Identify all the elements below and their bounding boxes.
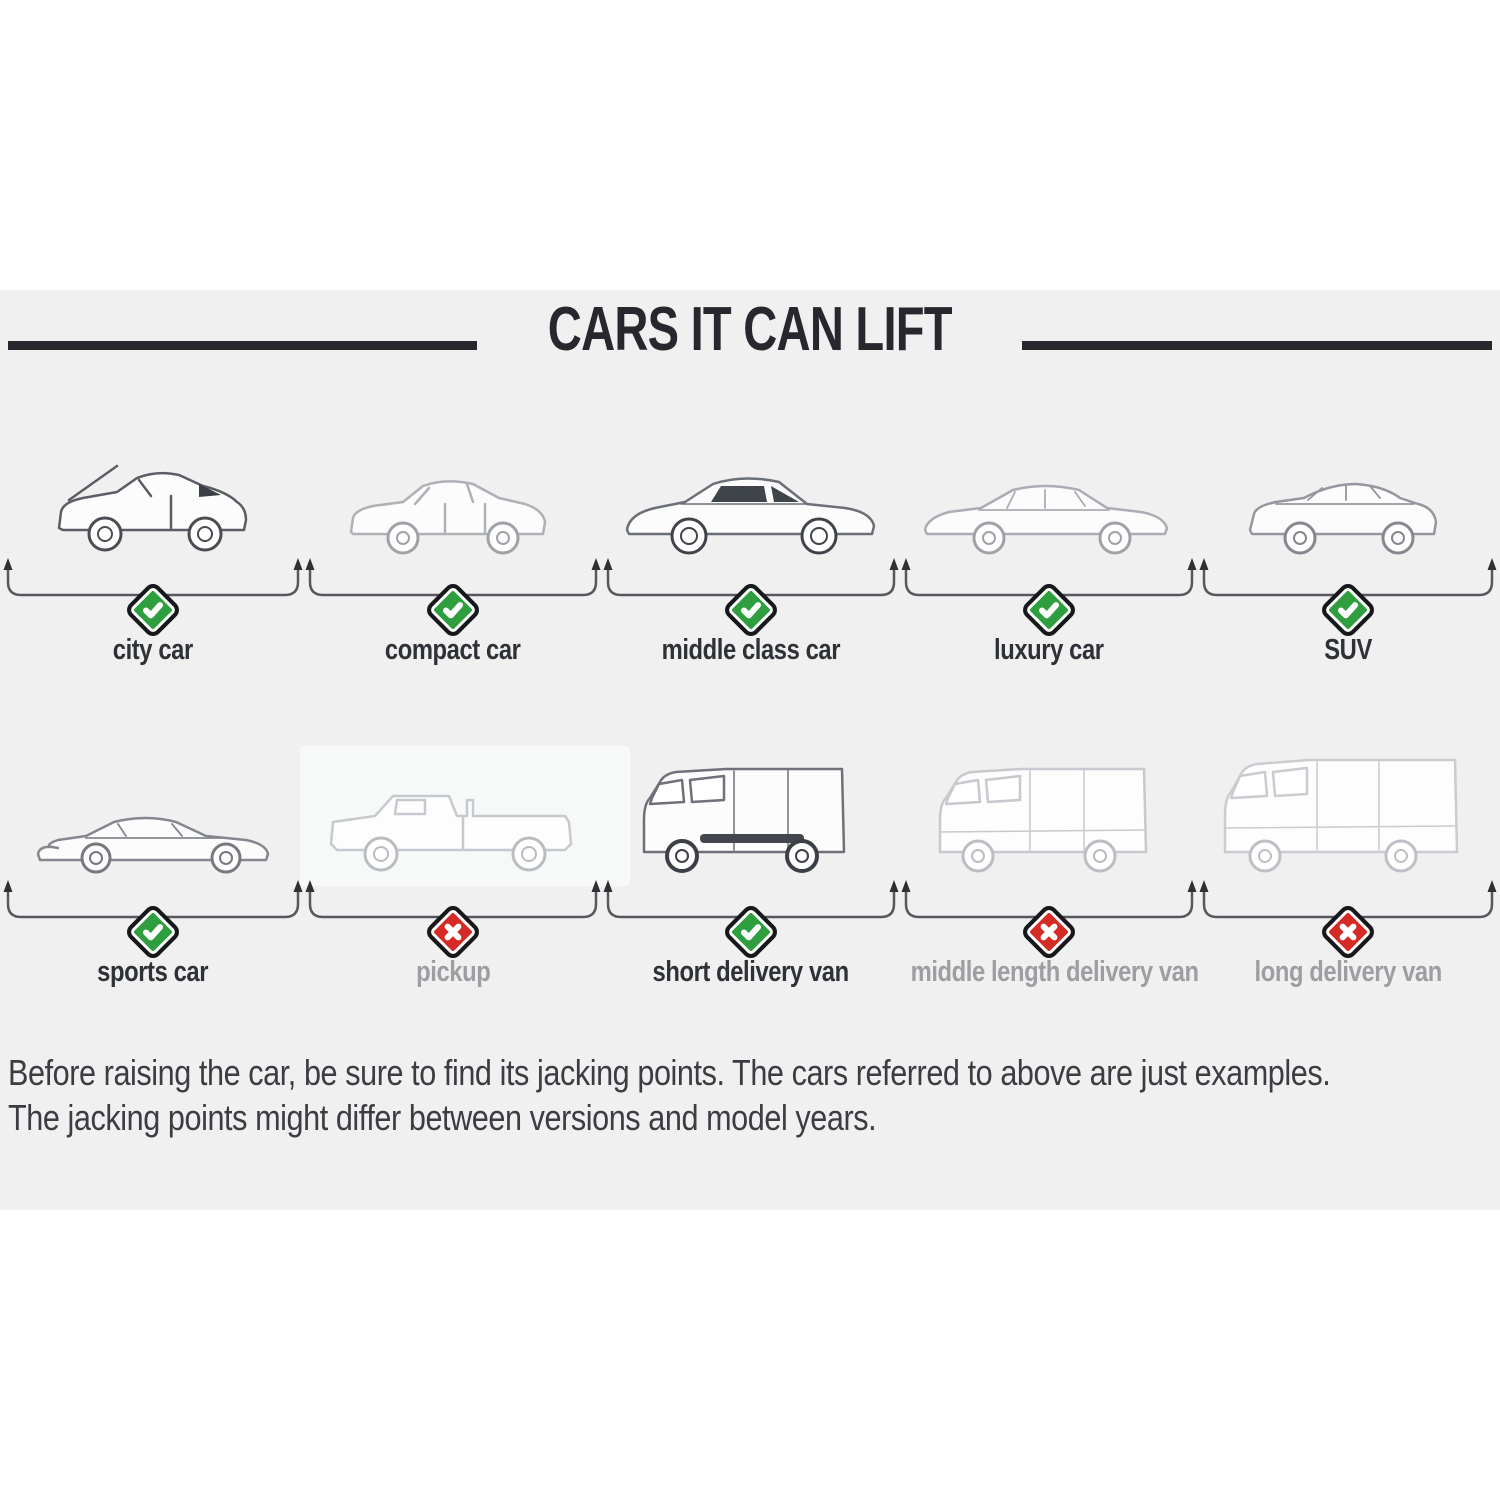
luxury-car-illustration xyxy=(919,460,1174,556)
cross-icon xyxy=(1040,923,1058,941)
status-badge xyxy=(423,580,483,640)
check-icon xyxy=(1038,602,1060,619)
status-badge xyxy=(721,902,781,962)
check-icon xyxy=(142,924,164,941)
status-badge xyxy=(123,580,183,640)
city-car-illustration xyxy=(53,448,253,552)
vehicle-label-middle-class-car: middle class car xyxy=(661,634,841,666)
cross-icon xyxy=(444,923,462,941)
middle-length-delivery-van-illustration xyxy=(934,756,1159,874)
vehicle-label-pickup: pickup xyxy=(415,956,491,988)
vehicle-label-city-car: city car xyxy=(112,634,193,666)
footnote-line-1: Before raising the car, be sure to find … xyxy=(8,1052,1331,1093)
check-icon xyxy=(442,602,464,619)
title-rule-left xyxy=(8,341,477,350)
vehicle-label-luxury-car: luxury car xyxy=(994,634,1104,666)
long-delivery-van-illustration xyxy=(1219,746,1469,874)
check-icon xyxy=(1337,602,1359,619)
vehicle-label-suv: SUV xyxy=(1324,634,1372,666)
check-icon xyxy=(740,602,762,619)
suv-illustration xyxy=(1242,462,1447,556)
page-title: CARS IT CAN LIFT xyxy=(547,295,953,364)
vehicle-label-compact-car: compact car xyxy=(385,634,521,666)
vehicle-label-sports-car: sports car xyxy=(97,956,209,988)
check-icon xyxy=(142,602,164,619)
vehicle-label-short-delivery-van: short delivery van xyxy=(652,956,850,988)
status-badge xyxy=(1019,902,1079,962)
footnote-line-2: The jacking points might differ between … xyxy=(8,1097,877,1138)
gray-background-band xyxy=(0,290,1500,1210)
status-badge xyxy=(123,902,183,962)
sports-car-illustration xyxy=(34,790,274,874)
check-icon xyxy=(740,924,762,941)
compact-car-illustration xyxy=(345,460,560,556)
middle-class-car-illustration xyxy=(621,452,881,556)
short-delivery-van-illustration xyxy=(638,754,858,874)
pickup-illustration xyxy=(325,760,605,874)
status-badge xyxy=(423,902,483,962)
cross-icon xyxy=(1339,923,1357,941)
vehicle-label-long-delivery-van: long delivery van xyxy=(1254,956,1442,988)
title-rule-right xyxy=(1022,341,1492,350)
status-badge xyxy=(1318,902,1378,962)
vehicle-label-middle-length-delivery-van: middle length delivery van xyxy=(910,956,1199,988)
status-badge xyxy=(1019,580,1079,640)
footnote: Before raising the car, be sure to find … xyxy=(8,1050,1500,1140)
status-badge xyxy=(721,580,781,640)
status-badge xyxy=(1318,580,1378,640)
